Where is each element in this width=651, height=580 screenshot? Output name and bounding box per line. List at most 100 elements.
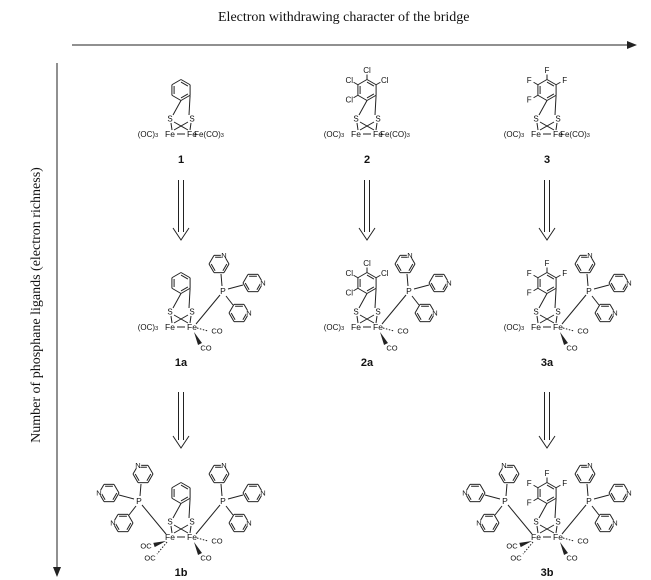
tricarbonyl-ligands: (OC)3 [324,130,344,140]
phosphorus-atom: P [586,496,592,506]
compound-label: 3a [541,357,554,369]
nitrogen-atom: N [476,519,481,528]
n-atom-mask [259,489,267,497]
n-atom-mask [259,279,267,287]
ring-bond [594,522,601,532]
s-fe-bond [170,122,173,131]
p-c-bond [494,505,503,516]
nitrogen-atom: N [246,309,251,318]
c-s-bond [554,288,557,309]
ring-bond [208,465,215,475]
p-c-bond [505,483,508,497]
p-c-bond [227,284,244,290]
ring-double-bond [492,522,498,531]
substituent-bond [555,81,561,86]
c-s-bond [538,503,548,519]
ring-bond [608,484,615,494]
ring-bond [537,79,548,86]
substituent-bond [555,274,561,279]
n-atom-mask [611,519,619,527]
n-atom-mask [611,309,619,317]
fluorine-atom: F [527,288,532,297]
ring-double-bond [478,492,484,501]
sulfur-atom: S [353,308,358,317]
ring-bond [357,94,368,101]
c-s-bond [358,293,368,309]
phosphorus-atom: P [586,286,592,296]
substituent-bond [533,497,539,502]
ring-double-bond [146,473,152,482]
iron-atom: Fe [553,322,563,332]
ring-bond [366,79,377,86]
tricarbonyl-ligands: Fe(CO)3 [560,130,590,140]
ring-bond [171,79,182,86]
ring-double-bond [180,484,189,490]
ring-bond [242,484,249,494]
p-c-bond [591,295,600,306]
sulfur-atom: S [533,308,538,317]
carbonyl-ligand: CO [397,327,408,336]
compound-label: 3b [541,567,554,579]
s-fe-bond [536,122,539,131]
ring-bond [493,522,500,532]
chlorine-atom: Cl [363,66,371,75]
iron-atom: Fe [187,532,197,542]
ring-double-bond [408,263,414,272]
ring-bond [537,287,548,294]
pyridine-ring: N [242,273,267,293]
n-atom-mask [500,462,508,469]
p-c-bond [118,494,135,500]
nitrogen-atom: N [462,489,467,498]
ring-double-bond [112,492,118,501]
n-atom-mask [245,519,253,527]
p-c-bond [220,483,223,497]
reaction-arrowhead [172,435,190,449]
fe-p-bond [381,294,407,325]
iron-atom: Fe [351,129,361,139]
ring-bond [589,263,596,273]
ring-double-bond [610,282,616,291]
ring-bond [242,274,249,284]
hashed-bond [562,537,575,542]
ring-double-bond [366,81,375,87]
pyridine-ring: N [394,251,416,274]
pyridine-ring: N [475,513,500,533]
wedge-bond [194,542,202,555]
p-c-bond [413,284,430,290]
s-fe-bond [539,314,555,324]
ring-bond [414,312,421,322]
ring-bond [223,263,230,273]
s-fe-bond [536,525,539,534]
ring-double-bond [596,312,602,321]
nitrogen-atom: N [221,251,226,260]
chlorine-atom: Cl [345,288,353,297]
hashed-bond [562,327,575,332]
n-atom-mask [586,462,594,469]
ring-double-bond [546,496,555,502]
ring-bond [228,304,235,314]
nitrogen-atom: N [96,489,101,498]
fluorine-atom: F [562,479,567,488]
pyridine-ring: N [228,513,253,533]
p-c-bond [484,494,501,500]
c-s-bond [538,293,548,309]
pyridine-ring: N [228,303,253,323]
reaction-arrow [358,180,376,241]
ring-double-bond [610,492,616,501]
fe-p-bond [141,504,167,535]
pyridine-ring: N [461,483,486,503]
fe-p-bond [195,504,221,535]
s-fe-bond [173,121,189,131]
substituent-bond [555,484,561,489]
fluorine-atom: F [562,76,567,85]
ring-bond [223,473,230,483]
ring-double-bond [126,522,132,531]
nitrogen-atom: N [407,251,412,260]
carbonyl-ligand: CO [200,554,211,563]
p-c-bond [586,483,589,497]
ring-bond [394,263,401,273]
